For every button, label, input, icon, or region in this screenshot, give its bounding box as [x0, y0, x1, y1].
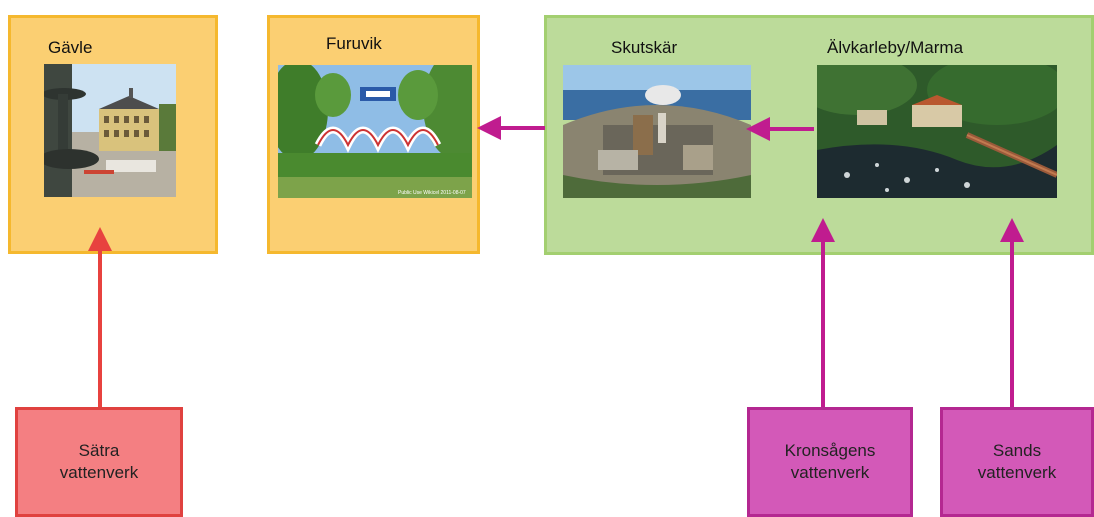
furuvik-photo-caption: Public Use Wikicel 2011-08-07 — [398, 190, 466, 196]
node-alvkarleby-label: Älvkarleby/Marma — [827, 38, 964, 57]
source-sands-label: Sands vattenverk — [977, 440, 1057, 482]
node-furuvik-label: Furuvik — [326, 34, 382, 53]
source-satra: Sätra vattenverk — [15, 407, 183, 517]
source-kronsagen: Kronsågens vattenverk — [747, 407, 913, 517]
source-satra-label: Sätra vattenverk — [59, 440, 139, 482]
source-kronsagen-label: Kronsågens vattenverk — [784, 440, 876, 482]
node-furuvik: Furuvik Public Use Wikicel 2011-08-07 — [267, 15, 480, 254]
node-skutskar-alvkarleby-group: Skutskär Älvkarleby/Marma — [544, 15, 1094, 255]
gavle-photo — [44, 64, 176, 197]
skutskar-photo — [563, 65, 751, 198]
node-skutskar-label: Skutskär — [611, 38, 678, 57]
source-sands: Sands vattenverk — [940, 407, 1094, 517]
node-gavle: Gävle — [8, 15, 218, 254]
alvkarleby-photo — [817, 65, 1057, 198]
node-gavle-label: Gävle — [48, 38, 93, 57]
furuvik-photo: Public Use Wikicel 2011-08-07 — [278, 65, 472, 198]
